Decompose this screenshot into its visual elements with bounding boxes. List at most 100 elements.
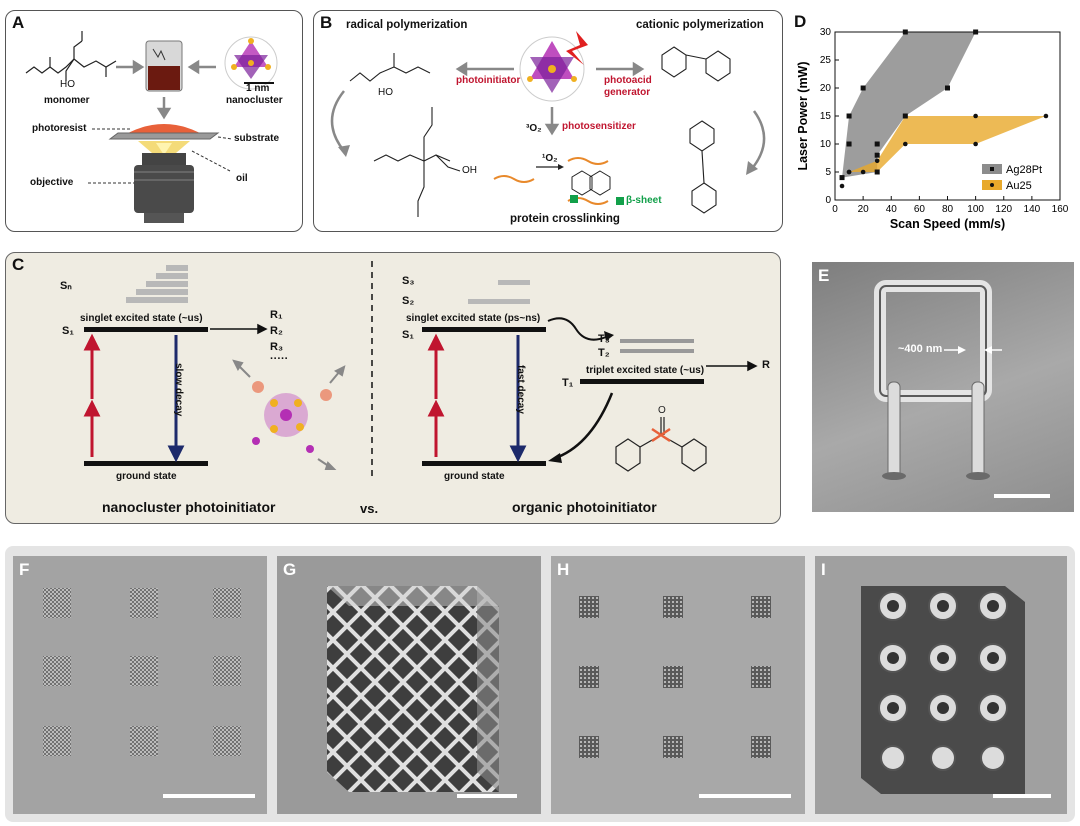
- cationic-title: cationic polymerization: [636, 19, 764, 31]
- panel-d-label: D: [794, 12, 807, 31]
- photoacid-label-1: photoacid: [604, 75, 652, 86]
- triplet-oxygen: ³O₂: [526, 123, 542, 134]
- panel-h: H: [551, 556, 805, 814]
- nanocluster-molecule: [252, 381, 332, 453]
- photoinitiator-label: photoinitiator: [456, 75, 521, 86]
- panel-f-label: F: [19, 560, 30, 579]
- left-to-radical-arrow: [210, 323, 268, 335]
- leader-lines: [88, 128, 233, 184]
- central-nanocluster: [519, 31, 588, 102]
- panel-c: C: [5, 252, 781, 524]
- x-tick-label: 100: [967, 204, 984, 215]
- data-point-0: [860, 85, 866, 91]
- radical-structure: [349, 53, 461, 217]
- oil-label: oil: [236, 173, 248, 184]
- r-label: R: [762, 359, 770, 371]
- right-excitation-arrows: [427, 333, 445, 457]
- benzophenone-structure: [615, 417, 707, 472]
- right-singlet-label: singlet excited state (ps~ns): [406, 313, 541, 324]
- lattice-array-h: [579, 596, 771, 758]
- panel-g: G: [277, 556, 541, 814]
- x-tick-label: 20: [858, 204, 870, 215]
- panel-a: A: [5, 10, 303, 232]
- left-excitation-arrows: [83, 333, 101, 457]
- x-tick-label: 80: [942, 204, 954, 215]
- y-axis-label: Laser Power (mW): [796, 61, 810, 170]
- s2-label: S₂: [402, 295, 415, 307]
- sem-frame-image: [874, 280, 1002, 480]
- data-point-1: [874, 158, 880, 164]
- data-point-1: [839, 183, 845, 189]
- monomer-structure: [25, 31, 117, 81]
- data-point-1: [846, 169, 852, 175]
- x-tick-label: 140: [1024, 204, 1041, 215]
- right-ground-level: [422, 461, 546, 466]
- x-tick-label: 120: [995, 204, 1012, 215]
- cationic-structure: [661, 46, 731, 214]
- legend-marker-0: [990, 167, 994, 171]
- t2-bar: [620, 349, 694, 353]
- phosphorescence-arrow: [557, 392, 614, 459]
- panel-i-scalebar: [993, 794, 1051, 798]
- cleavage-mark: [651, 427, 671, 443]
- x-tick-label: 40: [886, 204, 898, 215]
- panel-b-label: B: [320, 13, 333, 32]
- slow-decay-label: slow decay: [173, 363, 184, 417]
- panel-b-drawing: [330, 31, 766, 217]
- s3-bar: [498, 280, 530, 285]
- data-point-0: [945, 85, 950, 91]
- scale-label: 1 nm: [246, 83, 270, 94]
- isc-arrow: [547, 317, 607, 341]
- triplet-to-radical-arrow: [706, 360, 758, 372]
- fast-decay-label: fast decay: [515, 365, 526, 414]
- panel-f: F: [13, 556, 267, 814]
- panel-h-scalebar: [699, 794, 791, 798]
- data-point-1: [1043, 113, 1049, 119]
- beta-sheet-label: β-sheet: [626, 195, 662, 206]
- panel-b-arrows: [455, 61, 645, 136]
- measure-label: ~400 nm: [898, 343, 943, 355]
- left-ground-level: [84, 461, 208, 466]
- y-tick-label: 15: [820, 111, 832, 122]
- t2-label: T₂: [598, 347, 610, 359]
- r-dots: ·····: [270, 353, 289, 365]
- s2-bar: [468, 299, 530, 304]
- substrate-label: substrate: [234, 133, 280, 144]
- ho-label: HO: [60, 79, 75, 90]
- panel-h-label: H: [557, 560, 570, 579]
- data-point-0: [874, 141, 880, 147]
- vs-label: vs.: [360, 501, 379, 516]
- svg-text:O: O: [658, 405, 666, 416]
- data-point-1: [860, 169, 866, 175]
- s3-label: S₃: [402, 275, 415, 287]
- objective-label: objective: [30, 177, 74, 188]
- data-point-0: [973, 29, 979, 35]
- ho-label-b: HO: [378, 87, 393, 98]
- r1-label: R₁: [270, 309, 283, 321]
- lattice-closeup-i: [861, 586, 1025, 794]
- organic-title: organic photoinitiator: [512, 499, 657, 515]
- data-point-1: [903, 141, 908, 147]
- radical-title: radical polymerization: [346, 19, 468, 31]
- panel-a-label: A: [12, 13, 25, 32]
- left-decay-arrow: [167, 335, 185, 463]
- x-tick-label: 160: [1052, 204, 1069, 215]
- r3-label: R₃: [270, 341, 284, 353]
- data-point-1: [874, 169, 880, 175]
- left-singlet-label: singlet excited state (~us): [80, 313, 203, 324]
- y-tick-label: 20: [820, 83, 832, 94]
- y-tick-label: 0: [825, 195, 831, 206]
- sn-staircase: [126, 265, 188, 303]
- panel-g-label: G: [283, 560, 297, 579]
- data-point-0: [839, 175, 845, 181]
- sn-label: Sₙ: [60, 280, 72, 292]
- data-point-0: [846, 141, 852, 147]
- right-ground-label: ground state: [444, 471, 505, 482]
- molecule-arrows: [232, 359, 346, 470]
- y-tick-label: 25: [820, 55, 832, 66]
- legend-label-0: Ag28Pt: [1006, 164, 1042, 176]
- photosensitizer-label: photosensitizer: [562, 121, 636, 132]
- singlet-oxygen: ¹O₂: [542, 153, 558, 164]
- data-point-1: [903, 113, 908, 119]
